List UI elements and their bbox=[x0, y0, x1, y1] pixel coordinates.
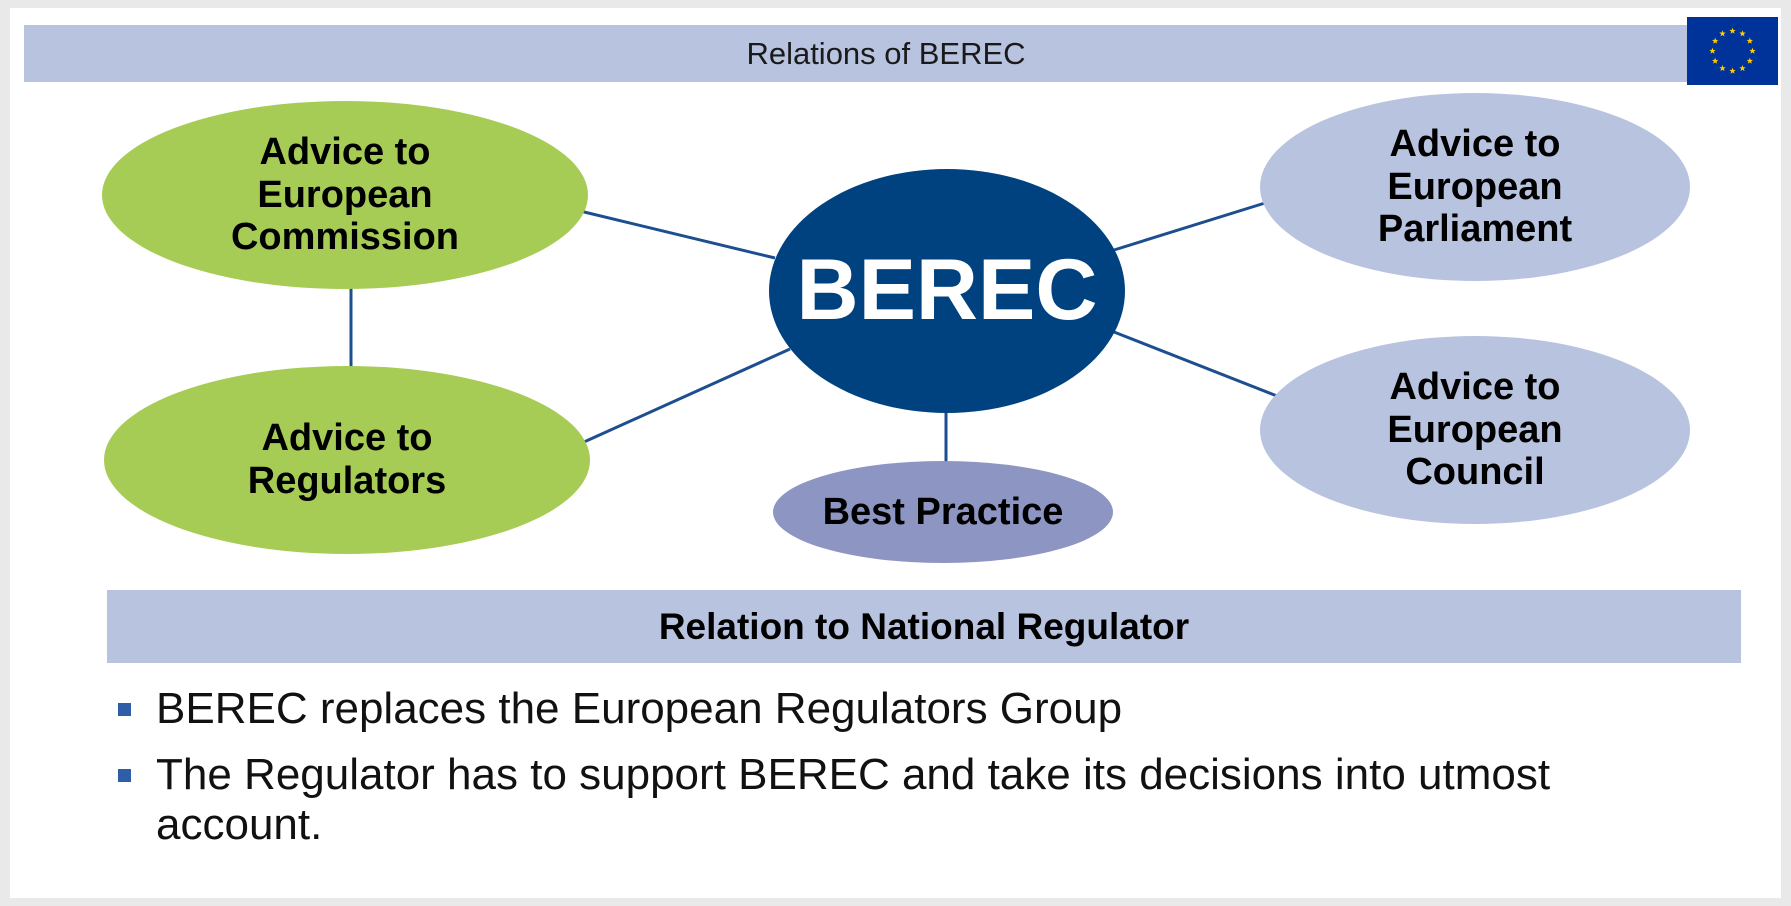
connector-berec-council bbox=[1113, 330, 1278, 398]
list-item: BEREC replaces the European Regulators G… bbox=[118, 684, 1718, 734]
section-heading: Relation to National Regulator bbox=[107, 590, 1741, 663]
flag-star-icon bbox=[1746, 57, 1754, 64]
node-bestpractice-shape bbox=[773, 461, 1113, 563]
bullet-list: BEREC replaces the European Regulators G… bbox=[118, 684, 1718, 866]
connector-berec-parliament bbox=[1113, 201, 1266, 252]
node-regulators-shape bbox=[104, 366, 590, 554]
node-berec-shape bbox=[769, 169, 1125, 413]
eu-flag-icon bbox=[1687, 17, 1778, 85]
page-title: Relations of BEREC bbox=[746, 36, 1026, 71]
node-council-shape bbox=[1260, 336, 1690, 524]
flag-star-icon bbox=[1711, 37, 1719, 44]
flag-star-icon bbox=[1719, 30, 1726, 37]
bullet-text: The Regulator has to support BEREC and t… bbox=[156, 750, 1551, 849]
connector-regulators-berec bbox=[583, 347, 791, 444]
node-berec-label: BEREC bbox=[796, 242, 1098, 339]
bullet-text: BEREC replaces the European Regulators G… bbox=[156, 684, 1123, 733]
flag-star-icon bbox=[1711, 57, 1719, 64]
list-item: The Regulator has to support BEREC and t… bbox=[118, 750, 1718, 850]
node-parliament-label: Advice to European Parliament bbox=[1377, 122, 1573, 251]
title-bar: Relations of BEREC bbox=[24, 25, 1748, 82]
node-commission-label: Advice to European Commission bbox=[230, 130, 460, 259]
flag-star-icon bbox=[1739, 64, 1746, 72]
flag-star-icon bbox=[1709, 47, 1716, 54]
square-bullet-icon bbox=[118, 703, 131, 716]
flag-star-icon bbox=[1719, 64, 1726, 72]
flag-star-icon bbox=[1729, 27, 1736, 34]
connector-commission-berec bbox=[579, 209, 776, 260]
square-bullet-icon bbox=[118, 769, 131, 782]
node-parliament-shape bbox=[1260, 93, 1690, 281]
node-council-label: Advice to European Council bbox=[1387, 365, 1563, 494]
flag-star-icon bbox=[1729, 67, 1736, 74]
flag-star-icon bbox=[1749, 47, 1756, 54]
flag-star-icon bbox=[1746, 37, 1754, 44]
flag-star-icon bbox=[1739, 30, 1746, 37]
node-regulators-label: Advice to Regulators bbox=[247, 417, 447, 502]
node-commission-shape bbox=[102, 101, 588, 289]
node-bestpractice-label: Best Practice bbox=[822, 490, 1064, 533]
connectors bbox=[349, 201, 1278, 466]
